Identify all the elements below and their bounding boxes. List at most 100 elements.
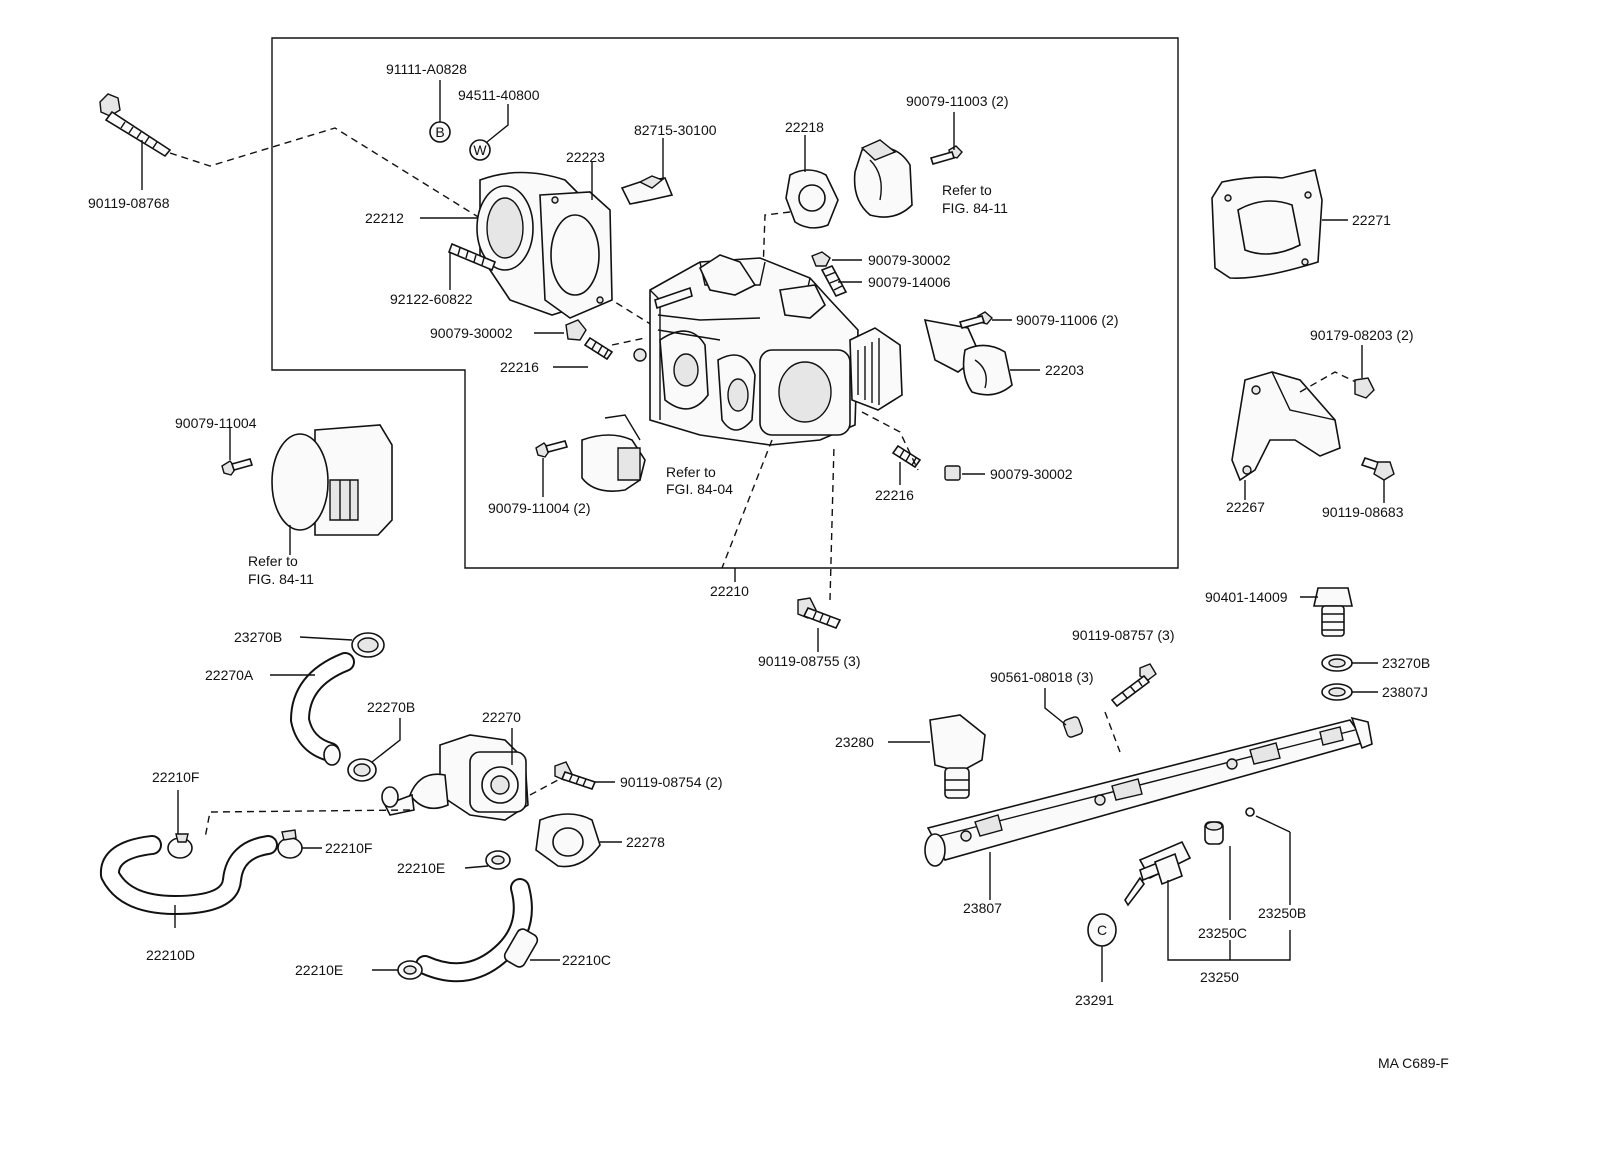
svg-text:C: C bbox=[1097, 922, 1107, 938]
label-refer-84-11-b1: Refer to bbox=[248, 553, 298, 569]
dashed-90179 bbox=[1299, 371, 1363, 393]
label-refer-84-11-a2: FIG. 84-11 bbox=[942, 200, 1008, 216]
hose-22270A-icon bbox=[290, 652, 355, 766]
dashed-08754 bbox=[529, 779, 559, 796]
gasket-22278-icon bbox=[535, 813, 601, 868]
label-22210D: 22210D bbox=[146, 947, 195, 963]
label-23807: 23807 bbox=[963, 900, 1002, 916]
label-23270B-a: 23270B bbox=[234, 629, 282, 645]
label-22271: 22271 bbox=[1352, 212, 1391, 228]
label-94511-40800: 94511-40800 bbox=[458, 87, 540, 103]
nut-90179-08203-icon bbox=[1354, 377, 1375, 399]
label-22212: 22212 bbox=[365, 210, 404, 226]
gasket-23270B-c-icon bbox=[1321, 654, 1353, 672]
stud-22216-b-icon bbox=[891, 444, 922, 469]
clamp-22210F-b-icon bbox=[277, 829, 303, 859]
dashed-22216-a bbox=[611, 337, 646, 346]
label-23250C: 23250C bbox=[1198, 925, 1247, 941]
label-90119-08768: 90119-08768 bbox=[88, 195, 170, 211]
label-23807J: 23807J bbox=[1382, 684, 1428, 700]
label-90079-14006: 90079-14006 bbox=[868, 274, 951, 290]
o-ring-23250B-icon bbox=[1245, 807, 1255, 817]
label-22223: 22223 bbox=[566, 149, 605, 165]
label-22216-a: 22216 bbox=[500, 359, 539, 375]
stud-22216-a-icon bbox=[583, 336, 614, 361]
clamp-22210E-a-icon bbox=[485, 850, 511, 870]
label-90119-08754: 90119-08754 (2) bbox=[620, 774, 722, 790]
gasket-22271-icon bbox=[1211, 169, 1323, 279]
label-90119-08757: 90119-08757 (3) bbox=[1072, 627, 1174, 643]
label-22210E-a: 22210E bbox=[397, 860, 445, 876]
screw-90079-11004-2-icon bbox=[535, 440, 569, 458]
grommet-23250C-icon bbox=[1204, 821, 1224, 845]
label-23250B: 23250B bbox=[1258, 905, 1306, 921]
label-23291: 23291 bbox=[1075, 992, 1114, 1008]
air-flow-meter-icon bbox=[271, 424, 393, 536]
label-90119-08683: 90119-08683 bbox=[1322, 504, 1404, 520]
leader-90561 bbox=[1044, 688, 1067, 726]
label-92122-60822: 92122-60822 bbox=[390, 291, 473, 307]
fuel-rail-23807-icon bbox=[924, 716, 1373, 867]
dashed-22216-b bbox=[861, 411, 919, 471]
label-22210E-b: 22210E bbox=[295, 962, 343, 978]
dashed-valve-hose bbox=[204, 809, 411, 839]
label-90401-14009: 90401-14009 bbox=[1205, 589, 1288, 605]
pressure-regulator-23280-icon bbox=[929, 714, 986, 799]
clamp-23270B-a-icon bbox=[351, 632, 385, 658]
throttle-sensor-icon bbox=[853, 139, 913, 218]
dashed-22218 bbox=[761, 211, 791, 301]
stud-90079-14006-icon bbox=[820, 264, 848, 298]
union-bolt-90401-14009-icon bbox=[1313, 587, 1353, 637]
leader-22210E-a bbox=[464, 865, 489, 869]
clamp-22270B-icon bbox=[347, 758, 377, 782]
label-22216-b: 22216 bbox=[875, 487, 914, 503]
figure-code: MA C689-F bbox=[1378, 1055, 1449, 1071]
bolt-90119-08683-icon bbox=[1360, 457, 1395, 481]
clamp-22210F-a-icon bbox=[167, 833, 193, 859]
label-90079-30002-a: 90079-30002 bbox=[868, 252, 951, 268]
bracket-82715-30100-icon bbox=[620, 175, 674, 205]
screw-90079-11004-icon bbox=[221, 458, 254, 476]
gasket-22218-icon bbox=[785, 169, 839, 229]
screw-90079-11006-icon bbox=[958, 311, 993, 329]
gasket-23807J-icon bbox=[1321, 683, 1353, 701]
label-90179-08203: 90179-08203 (2) bbox=[1310, 327, 1414, 343]
nut-90079-30002-a-icon bbox=[811, 251, 831, 267]
label-22210: 22210 bbox=[710, 583, 749, 599]
label-90119-08755: 90119-08755 (3) bbox=[758, 653, 860, 669]
label-90079-30002-b: 90079-30002 bbox=[430, 325, 513, 341]
leader-22210-body bbox=[721, 439, 773, 569]
collar-90561-08018-icon bbox=[1062, 716, 1084, 738]
leader-23250B bbox=[1255, 815, 1291, 833]
label-90079-11004-2: 90079-11004 (2) bbox=[488, 500, 590, 516]
label-22210F-a: 22210F bbox=[152, 769, 199, 785]
bolt-90119-08755-icon bbox=[797, 597, 842, 630]
label-refer-84-04-2: FGI. 84-04 bbox=[666, 481, 733, 497]
label-23270B-c: 23270B bbox=[1382, 655, 1430, 671]
bolt-90119-08757-icon bbox=[1110, 663, 1157, 708]
label-refer-84-04-1: Refer to bbox=[666, 464, 716, 480]
label-22210F-b: 22210F bbox=[325, 840, 372, 856]
label-22270: 22270 bbox=[482, 709, 521, 725]
stud-92122-60822-icon bbox=[447, 242, 497, 272]
leader-23270B-a bbox=[299, 636, 353, 641]
injector-23250-icon bbox=[1124, 840, 1192, 907]
label-22278: 22278 bbox=[626, 834, 665, 850]
cushion-23291-icon: C bbox=[1087, 913, 1117, 947]
leader-94511 bbox=[486, 104, 509, 143]
nut-90079-30002-b-icon bbox=[565, 319, 587, 341]
label-22203: 22203 bbox=[1045, 362, 1084, 378]
svg-text:W: W bbox=[473, 142, 487, 158]
symbol-w-icon: W bbox=[469, 139, 491, 161]
throttle-body-22210-icon bbox=[633, 254, 859, 446]
bellows-icon bbox=[849, 327, 903, 411]
bracket-22267-icon bbox=[1231, 371, 1341, 482]
nut-90079-30002-c-icon bbox=[944, 465, 961, 481]
bolt-90119-08768-icon bbox=[99, 93, 172, 158]
svg-text:B: B bbox=[435, 124, 444, 140]
label-82715-30100: 82715-30100 bbox=[634, 122, 717, 138]
assembly-boundary bbox=[271, 37, 1179, 569]
label-23280: 23280 bbox=[835, 734, 874, 750]
label-refer-84-11-b2: FIG. 84-11 bbox=[248, 571, 314, 587]
